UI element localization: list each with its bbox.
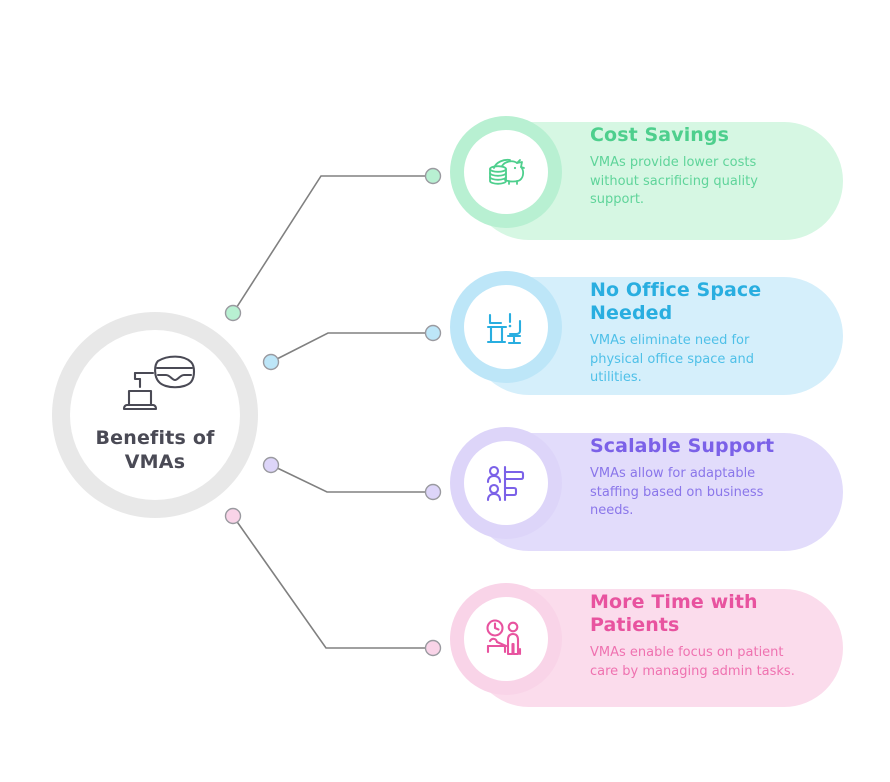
connector-node-card-scalable-support bbox=[424, 483, 442, 501]
benefit-card-cost-savings[interactable]: Cost Savings VMAs provide lower costs wi… bbox=[450, 116, 843, 240]
vr-headset-laptop-icon bbox=[122, 355, 196, 411]
benefit-card-body: VMAs provide lower costs without sacrifi… bbox=[590, 155, 758, 208]
benefit-card-body: VMAs enable focus on patient care by man… bbox=[590, 645, 795, 679]
benefit-card-text: Scalable Support VMAs allow for adaptabl… bbox=[590, 435, 805, 521]
benefit-card-title: More Time with Patients bbox=[590, 591, 758, 637]
central-hub[interactable]: Benefits of VMAs bbox=[52, 312, 258, 518]
connector-node-hub-cost-savings bbox=[224, 304, 242, 322]
connector-node-hub-scalable-support bbox=[262, 456, 280, 474]
benefit-card-badge-inner bbox=[464, 441, 548, 525]
hub-label-line2: VMAs bbox=[124, 451, 186, 473]
benefit-card-badge-inner bbox=[464, 597, 548, 681]
central-hub-inner: Benefits of VMAs bbox=[70, 330, 240, 500]
benefit-card-text: Cost Savings VMAs provide lower costs wi… bbox=[590, 124, 805, 210]
connector-node-card-no-office-space bbox=[424, 324, 442, 342]
connector-node-hub-no-office-space bbox=[262, 353, 280, 371]
benefit-card-more-time-patients[interactable]: More Time with Patients VMAs enable focu… bbox=[450, 583, 843, 707]
benefit-card-badge bbox=[450, 271, 562, 383]
piggy-bank-coins-icon bbox=[489, 158, 525, 185]
benefit-card-badge bbox=[450, 427, 562, 539]
connector-line-no-office-space bbox=[270, 332, 433, 363]
connector-node-card-more-time-patients bbox=[424, 639, 442, 657]
connector-line-scalable-support bbox=[270, 464, 433, 493]
connector-node-hub-more-time-patients bbox=[224, 507, 242, 525]
connector-line-cost-savings bbox=[232, 175, 433, 314]
people-bar-chart-icon bbox=[486, 465, 525, 502]
connector-line-more-time-patients bbox=[232, 515, 433, 649]
benefit-card-body: VMAs allow for adaptable staffing based … bbox=[590, 466, 764, 519]
benefit-card-no-office-space[interactable]: No Office Space Needed VMAs eliminate ne… bbox=[450, 271, 843, 395]
empty-desk-chair-icon bbox=[486, 312, 522, 345]
benefit-card-scalable-support[interactable]: Scalable Support VMAs allow for adaptabl… bbox=[450, 427, 843, 551]
benefit-card-text: No Office Space Needed VMAs eliminate ne… bbox=[590, 279, 805, 388]
benefit-card-badge-inner bbox=[464, 130, 548, 214]
benefit-card-badge-inner bbox=[464, 285, 548, 369]
benefit-card-body: VMAs eliminate need for physical office … bbox=[590, 333, 754, 386]
central-hub-label: Benefits of VMAs bbox=[80, 427, 230, 475]
hub-label-line1: Benefits of bbox=[95, 427, 215, 450]
benefit-card-badge bbox=[450, 583, 562, 695]
benefit-card-title: Scalable Support bbox=[590, 435, 775, 457]
benefit-card-title: No Office Space Needed bbox=[590, 279, 762, 325]
clock-doctor-patient-icon bbox=[486, 619, 522, 656]
benefit-card-text: More Time with Patients VMAs enable focu… bbox=[590, 591, 805, 681]
benefit-card-badge bbox=[450, 116, 562, 228]
connector-node-card-cost-savings bbox=[424, 167, 442, 185]
benefit-card-title: Cost Savings bbox=[590, 124, 730, 146]
